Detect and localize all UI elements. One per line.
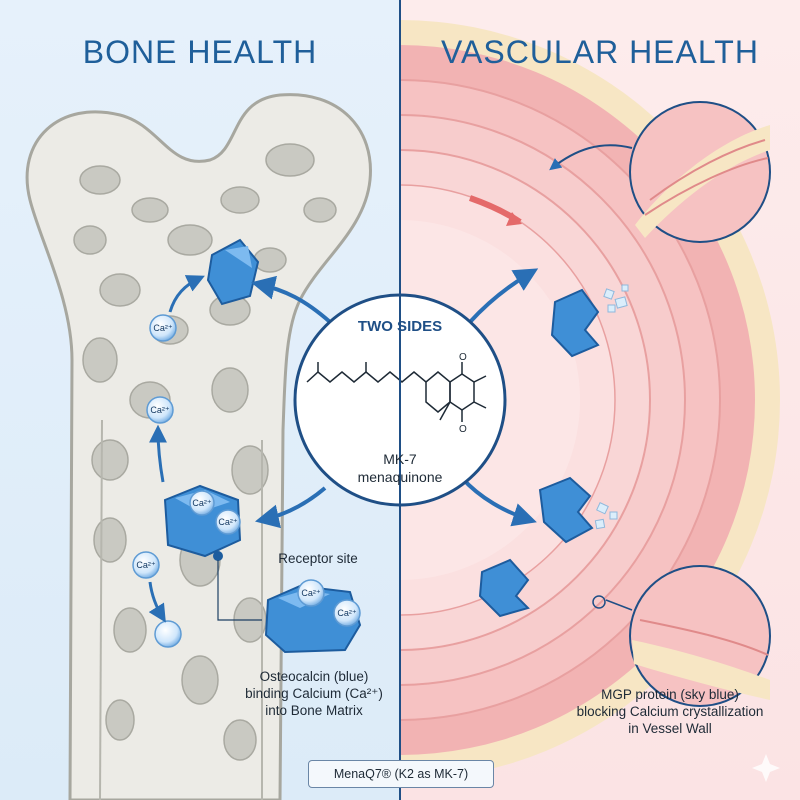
ion-label: Ca²⁺ xyxy=(301,588,321,598)
caption-line: binding Calcium (Ca²⁺) xyxy=(245,686,383,701)
osteocalcin-caption: Osteocalcin (blue) binding Calcium (Ca²⁺… xyxy=(234,668,394,719)
ion-label: Ca²⁺ xyxy=(192,498,212,508)
mgp-protein-bottom xyxy=(478,558,530,618)
mgp-caption: MGP protein (sky blue) blocking Calcium … xyxy=(560,686,780,737)
caption-line: in Vessel Wall xyxy=(628,721,712,736)
mgp-protein-middle xyxy=(538,476,618,544)
vessel-wall-zoom-bottom xyxy=(629,565,771,707)
molecule-name: MK-7 xyxy=(383,451,417,467)
two-sides-title: TWO SIDES xyxy=(357,318,443,335)
zoom-arrow-top xyxy=(549,144,633,171)
ion-arrows xyxy=(148,275,205,623)
caption-line: into Bone Matrix xyxy=(265,703,363,718)
molecule-caption: MK-7 menaquinone xyxy=(318,450,482,486)
caption-line: MGP protein (sky blue) xyxy=(601,687,739,702)
vascular-health-heading: VASCULAR HEALTH xyxy=(441,34,759,70)
calcium-ions xyxy=(132,314,361,648)
brand-footer: MenaQ7® (K2 as MK-7) xyxy=(308,760,494,788)
ion-label: Ca²⁺ xyxy=(337,608,357,618)
receptor-site-label: Receptor site xyxy=(278,551,358,566)
ion-label: Ca²⁺ xyxy=(153,323,173,333)
mgp-protein-top xyxy=(550,284,629,358)
zoom-marker-bottom xyxy=(592,595,606,609)
action-arrows xyxy=(250,268,539,529)
panel-divider xyxy=(399,0,401,800)
sparkle-icon xyxy=(752,754,780,782)
molecule-chem: menaquinone xyxy=(357,469,443,485)
caption-line: Osteocalcin (blue) xyxy=(259,669,369,684)
ion-label: Ca²⁺ xyxy=(136,560,156,570)
ion-label: Ca²⁺ xyxy=(150,405,170,415)
mk7-structure xyxy=(306,362,487,422)
atom-label-bottom: O xyxy=(459,424,467,435)
bone-health-heading: BONE HEALTH xyxy=(82,34,318,70)
atom-label-top: O xyxy=(459,352,467,363)
vessel-wall-zoom-top xyxy=(629,101,771,243)
osteocalcin-protein xyxy=(206,238,260,306)
caption-line: blocking Calcium crystallization xyxy=(576,704,764,719)
ion-label: Ca²⁺ xyxy=(218,517,238,527)
receptor-leader-line xyxy=(217,560,262,621)
